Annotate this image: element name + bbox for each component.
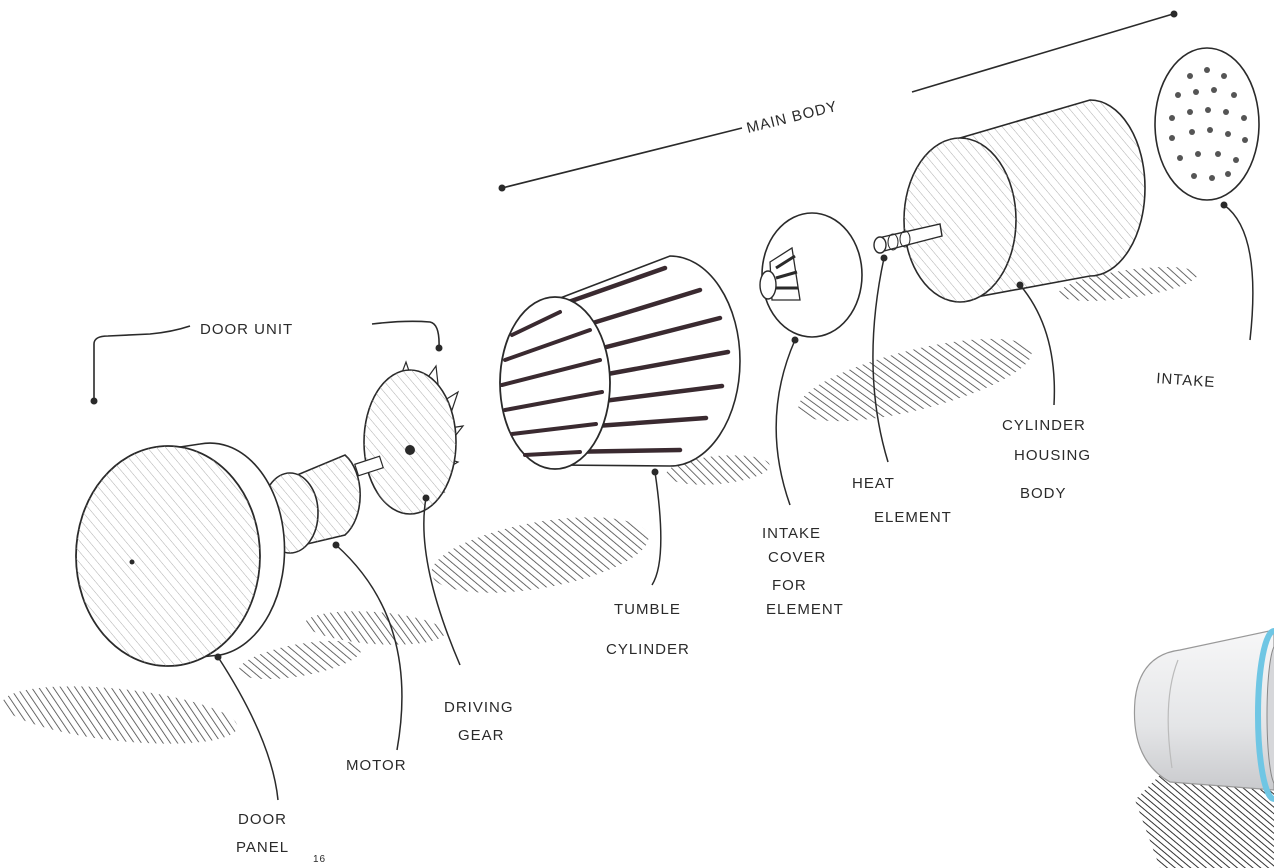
cylinder-housing-part xyxy=(904,100,1145,302)
intake-part xyxy=(1155,48,1259,209)
motor-label: MOTOR xyxy=(346,757,407,774)
intake-cover-label-line-3: FOR xyxy=(772,577,807,594)
driving-gear-label-line-2: GEAR xyxy=(458,727,505,744)
driving-gear-label-line-1: DRIVING xyxy=(444,699,514,716)
intake-cover-label-line-1: INTAKE xyxy=(762,525,821,542)
door-panel-label-line-1: DOOR xyxy=(238,811,287,828)
page-number: 16 xyxy=(313,854,326,865)
door-panel-part xyxy=(76,443,285,666)
cylinder-housing-label-line-1: CYLINDER xyxy=(1002,417,1086,434)
product-render xyxy=(1134,630,1274,868)
intake-cover-label-line-4: ELEMENT xyxy=(766,601,844,618)
intake-cover-label-line-2: COVER xyxy=(768,549,826,566)
door-unit-label: DOOR UNIT xyxy=(200,321,293,338)
driving-gear-part xyxy=(364,362,463,514)
heat-element-label-line-2: ELEMENT xyxy=(874,509,952,526)
tumble-cylinder-label-line-2: CYLINDER xyxy=(606,641,690,658)
main-body-label: MAIN BODY xyxy=(745,98,840,137)
tumble-cylinder-label-line-1: TUMBLE xyxy=(614,601,681,618)
intake-label: INTAKE xyxy=(1156,370,1216,391)
door-panel-label-line-2: PANEL xyxy=(236,839,289,856)
cylinder-housing-label-line-3: BODY xyxy=(1020,485,1067,502)
heat-element-label-line-1: HEAT xyxy=(852,475,895,492)
cylinder-housing-label-line-2: HOUSING xyxy=(1014,447,1091,464)
intake-cover-part xyxy=(760,213,862,344)
tumble-cylinder-part xyxy=(500,256,740,476)
